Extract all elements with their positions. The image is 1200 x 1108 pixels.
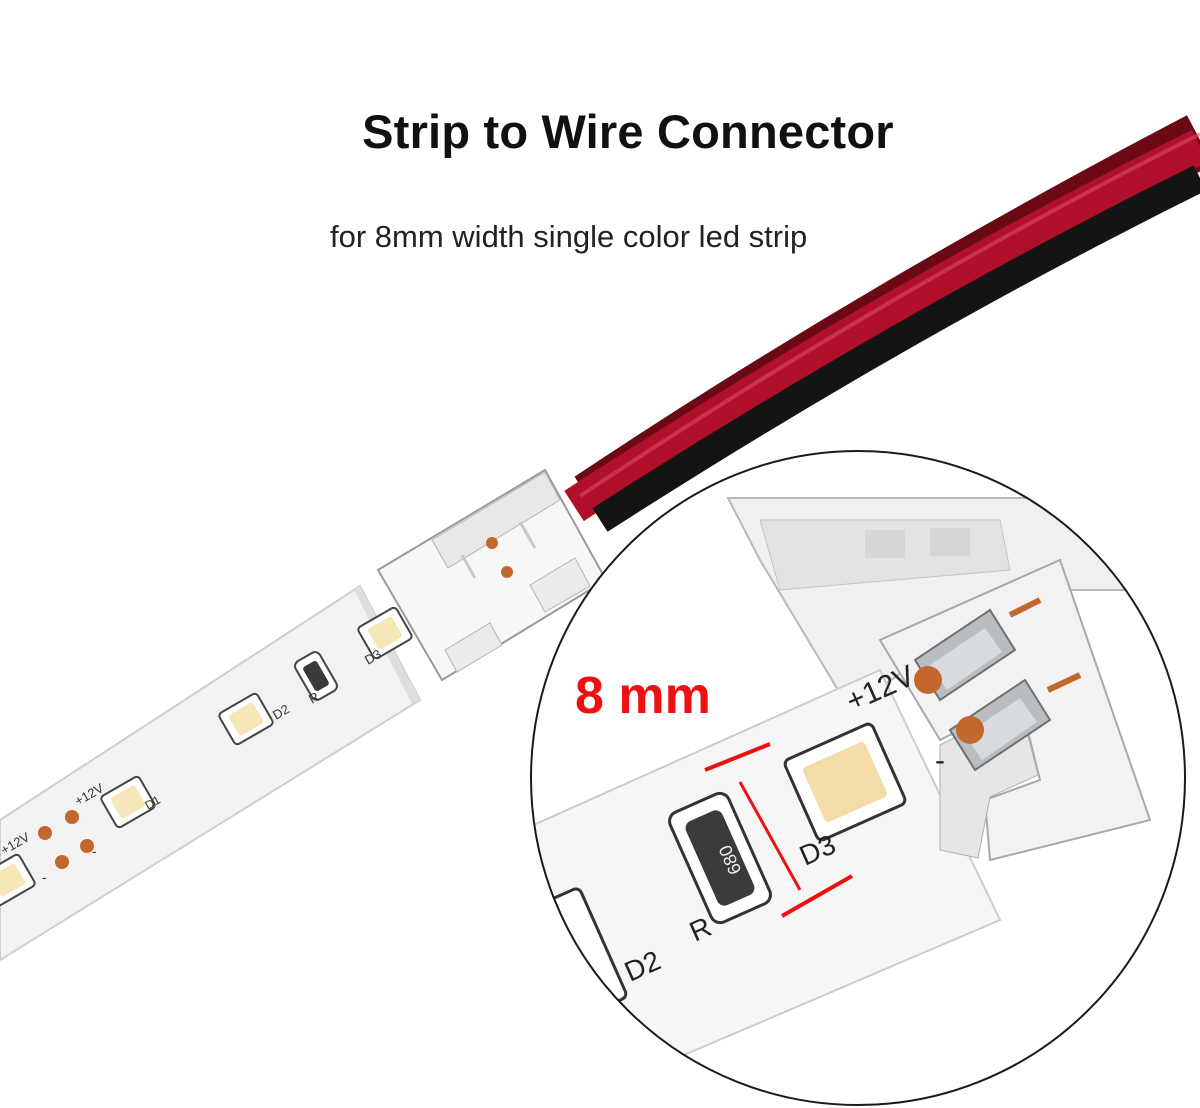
led-chip-d1 [100,775,156,829]
label-d2: D2 [270,701,292,722]
zoom-inset-border [530,450,1186,1106]
led-chip-d2 [218,692,274,746]
width-label: 8 mm [575,667,711,725]
copper-pad [38,826,52,840]
main-scene: D3 R D2 D1 +12V +12V - - [0,115,1200,962]
copper-contact [501,566,513,578]
page-subtitle: for 8mm width single color led strip [330,219,808,254]
led-strip [0,584,422,962]
label-d3: D3 [362,646,384,667]
resistor [294,651,338,701]
clip-connector [376,468,608,682]
label-d1: D1 [143,793,164,813]
led-chip-d3 [357,606,413,660]
zoomed-led-chip [783,722,907,842]
copper-pad [55,855,69,869]
zoomed-resistor [668,791,772,925]
copper-contact [486,537,498,549]
copper-pad [80,839,94,853]
label-minus: - [42,869,47,885]
zoom-label-minus: - [935,744,945,777]
two-core-cable [564,115,1200,532]
zoom-inset: 680 +12V - D3 R D2 [531,497,1185,1105]
copper-pad [65,810,79,824]
label-minus: - [92,843,97,859]
metal-contact [948,678,1052,772]
width-measurement [704,742,853,918]
led-chip-edge [0,853,36,907]
metal-contact [913,608,1017,702]
page-title: Strip to Wire Connector [362,105,894,158]
